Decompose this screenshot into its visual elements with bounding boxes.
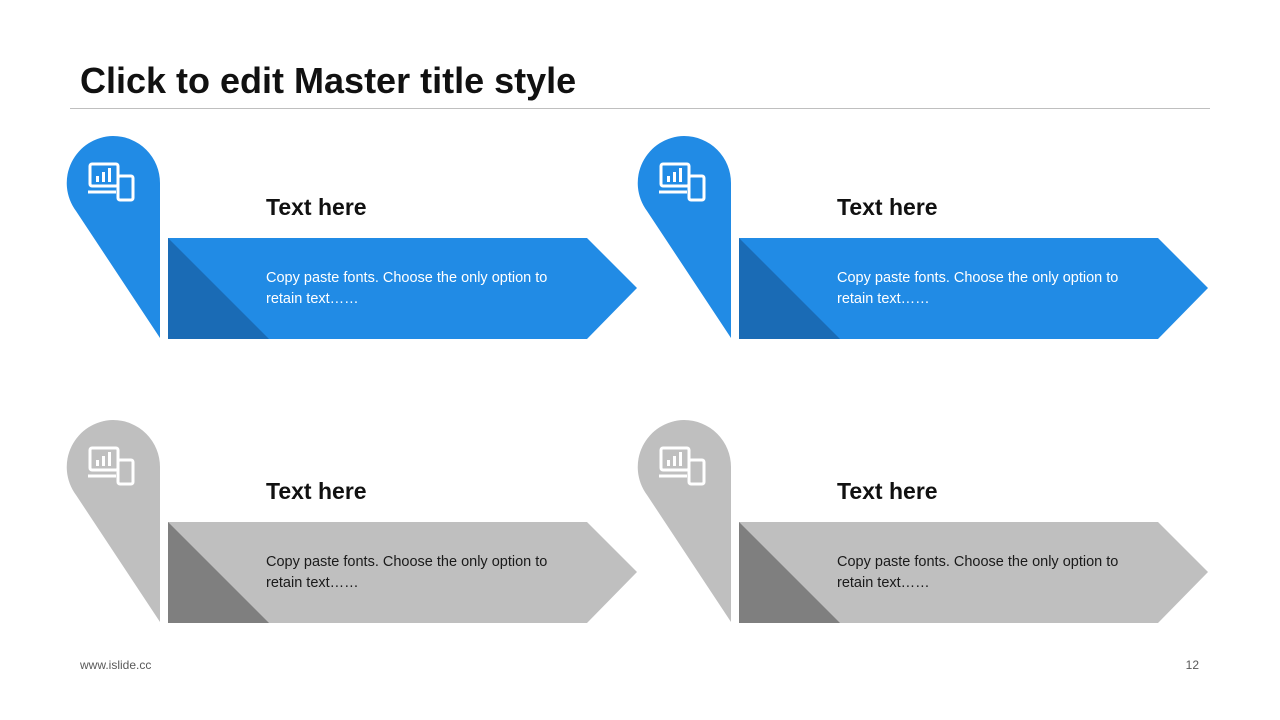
devices-chart-icon <box>88 162 135 202</box>
card-body-text: Copy paste fonts. Choose the only option… <box>837 554 1119 591</box>
card-shape <box>66 420 637 623</box>
pin-marker <box>637 136 731 338</box>
arrow-banner <box>739 522 1208 623</box>
card-heading: Text here <box>266 478 367 504</box>
banner-accent <box>168 238 269 339</box>
card-shape <box>66 136 637 339</box>
devices-chart-icon <box>88 446 135 486</box>
banner-accent <box>739 238 840 339</box>
slide-title: Click to edit Master title style <box>80 60 577 101</box>
card-body-text: Copy paste fonts. Choose the only option… <box>266 270 548 307</box>
arrow-banner <box>168 238 637 339</box>
info-card-3: Text here Copy paste fonts. Choose the o… <box>66 420 646 630</box>
banner-accent <box>739 522 840 623</box>
info-card-4: Text here Copy paste fonts. Choose the o… <box>637 420 1217 630</box>
pin-marker <box>66 136 160 338</box>
devices-chart-icon <box>659 162 706 202</box>
card-body-text: Copy paste fonts. Choose the only option… <box>837 270 1119 307</box>
arrow-banner <box>168 522 637 623</box>
card-heading: Text here <box>837 194 938 220</box>
page-number: 12 <box>1185 658 1199 672</box>
card-body-text: Copy paste fonts. Choose the only option… <box>266 554 548 591</box>
card-shape <box>637 136 1208 339</box>
arrow-banner <box>739 238 1208 339</box>
devices-chart-icon <box>659 446 706 486</box>
banner-accent <box>168 522 269 623</box>
pin-marker <box>66 420 160 622</box>
info-card-1: Text here Copy paste fonts. Choose the o… <box>66 136 646 346</box>
card-shape <box>637 420 1208 623</box>
title-divider <box>70 108 1210 109</box>
pin-marker <box>637 420 731 622</box>
info-card-2: Text here Copy paste fonts. Choose the o… <box>637 136 1217 346</box>
card-heading: Text here <box>266 194 367 220</box>
card-heading: Text here <box>837 478 938 504</box>
footer-url[interactable]: www.islide.cc <box>80 658 152 672</box>
